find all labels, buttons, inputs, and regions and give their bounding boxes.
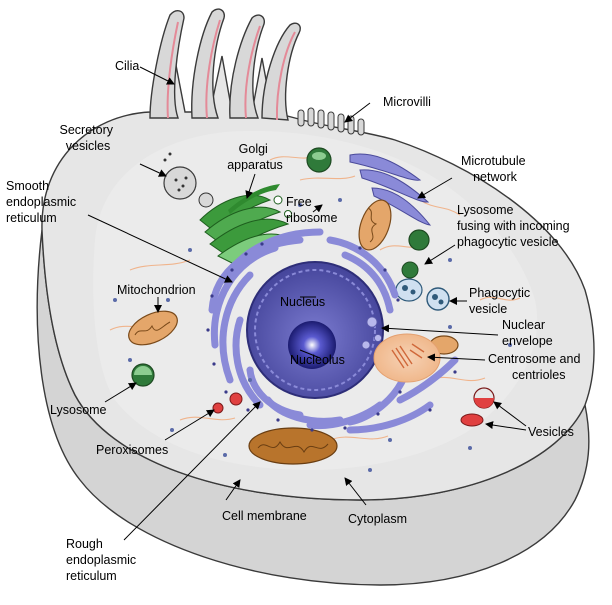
vesicles-shapes xyxy=(460,387,495,427)
secretory-vesicles xyxy=(163,152,214,208)
lysosome-left xyxy=(131,363,155,387)
label-secretory-vesicles: Secretory vesicles xyxy=(60,123,117,153)
nucleus xyxy=(246,261,384,399)
label-centrosome: Centrosome and centrioles xyxy=(488,352,584,382)
label-peroxisomes: Peroxisomes xyxy=(96,443,168,457)
label-cytoplasm: Cytoplasm xyxy=(348,512,407,526)
label-nucleus: Nucleus xyxy=(280,295,325,309)
leader-lines xyxy=(87,66,527,541)
rough-er-ribosomes xyxy=(206,242,457,432)
peroxisomes xyxy=(212,392,243,414)
free-ribosomes xyxy=(113,198,512,472)
label-phagocytic-vesicle: Phagocytic vesicle xyxy=(469,286,534,316)
nuclear-pores xyxy=(361,316,382,350)
label-microvilli: Microvilli xyxy=(383,95,431,109)
label-golgi-apparatus: Golgi apparatus xyxy=(227,142,283,172)
label-microtubule-network: Microtubule network xyxy=(461,154,529,184)
cilia xyxy=(149,8,301,121)
mitochondrion-bottom xyxy=(248,427,338,465)
labels: Cilia Microvilli Secretory vesicles Golg… xyxy=(6,59,584,583)
label-vesicles: Vesicles xyxy=(528,425,574,439)
mitochondrion-upper xyxy=(358,199,392,251)
label-nucleolus: Nucleolus xyxy=(290,353,345,367)
label-smooth-er: Smooth endoplasmic reticulum xyxy=(6,179,80,225)
label-lysosome: Lysosome xyxy=(50,403,107,417)
label-rough-er: Rough endoplasmic reticulum xyxy=(66,537,140,583)
label-mitochondrion: Mitochondrion xyxy=(117,283,196,297)
smooth-er-upper-right xyxy=(349,153,432,226)
label-free-ribosome: Free ribosome xyxy=(286,195,337,225)
nucleolus-shape xyxy=(288,321,336,369)
mitochondrion-left xyxy=(128,310,178,346)
phagocytic-vesicle xyxy=(426,287,450,311)
label-lysosome-fusing: Lysosome fusing with incoming phagocytic… xyxy=(457,203,573,249)
label-nuclear-envelope: Nuclear envelope xyxy=(502,318,553,348)
label-cilia: Cilia xyxy=(115,59,139,73)
centrosome xyxy=(373,333,441,383)
lysosome-right xyxy=(408,229,430,251)
lysosome-top xyxy=(306,147,332,173)
label-cell-membrane: Cell membrane xyxy=(222,509,307,523)
